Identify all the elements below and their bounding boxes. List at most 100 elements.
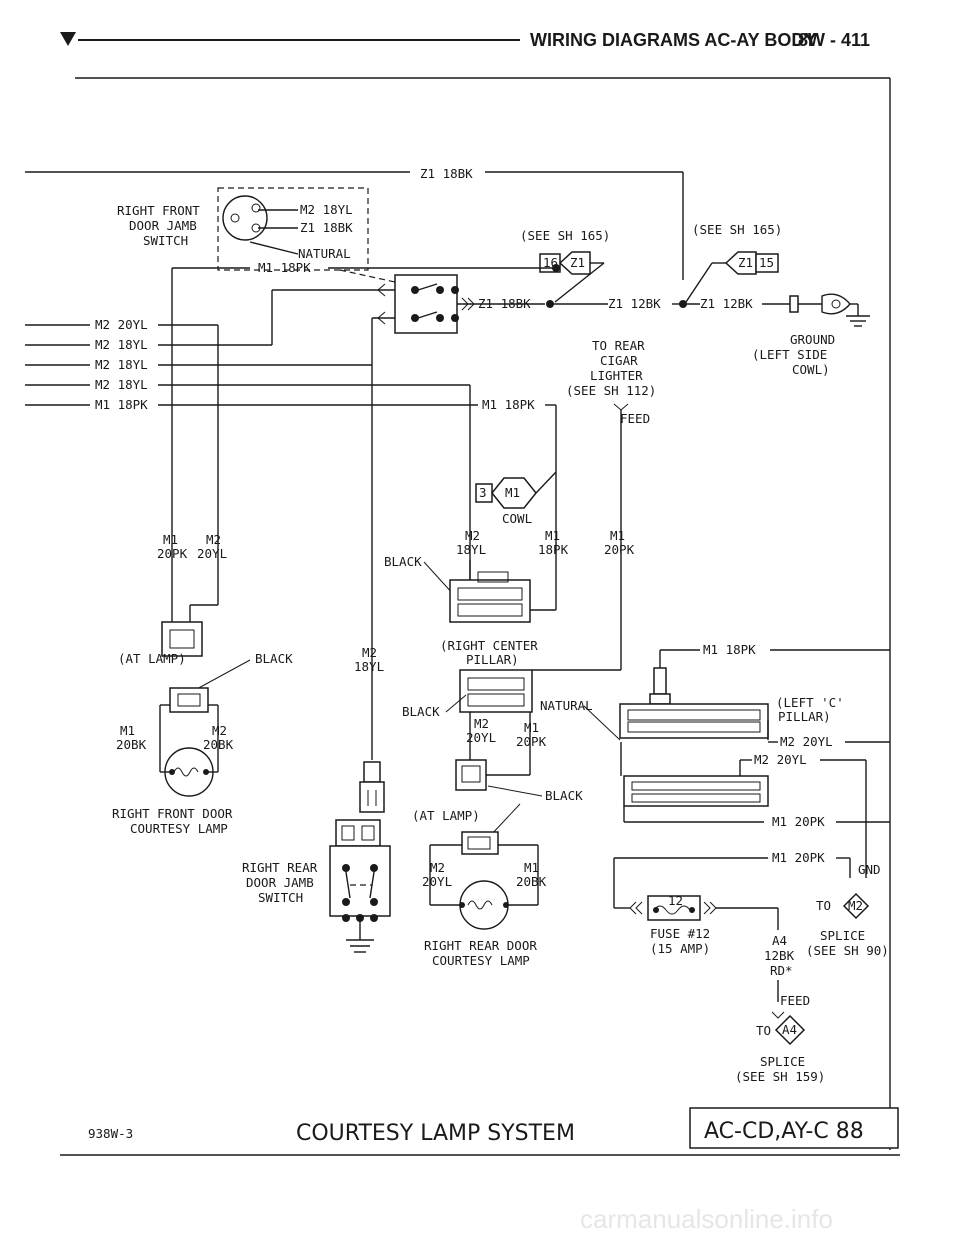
svg-text:TO: TO — [816, 898, 831, 913]
svg-text:Z1: Z1 — [738, 255, 753, 270]
svg-text:18YL: 18YL — [354, 659, 384, 674]
footer-ref: 938W-3 — [88, 1126, 133, 1141]
svg-text:RIGHT FRONT DOOR: RIGHT FRONT DOOR — [112, 806, 233, 821]
svg-text:Z1 18BK: Z1 18BK — [478, 296, 531, 311]
svg-text:M2 18YL: M2 18YL — [95, 377, 148, 392]
footer-models: AC-CD,AY-C 88 — [704, 1119, 864, 1144]
center-pillar-connector-upper: BLACK — [384, 554, 556, 623]
svg-text:M2 18YL: M2 18YL — [95, 357, 148, 372]
to-rear-cigar-lighter: TO REAR CIGAR LIGHTER (SEE SH 112) — [566, 338, 656, 398]
left-c-pillar-connector: M1 18PK (LEFT 'C' PILLAR) M2 20YL M2 20Y… — [619, 642, 890, 878]
svg-text:M2 20YL: M2 20YL — [754, 752, 807, 767]
page-header: WIRING DIAGRAMS AC-AY BODY 8W - 411 — [60, 30, 870, 50]
svg-text:M1 20PK: M1 20PK — [772, 850, 825, 865]
svg-text:12BK: 12BK — [764, 948, 795, 963]
svg-text:TO REAR: TO REAR — [592, 338, 645, 353]
svg-text:(RIGHT CENTER: (RIGHT CENTER — [440, 638, 538, 653]
svg-text:18YL: 18YL — [456, 542, 486, 557]
svg-text:(15 AMP): (15 AMP) — [650, 941, 710, 956]
svg-text:COURTESY LAMP: COURTESY LAMP — [432, 953, 530, 968]
svg-text:Z1 12BK: Z1 12BK — [608, 296, 661, 311]
svg-text:RIGHT REAR: RIGHT REAR — [242, 860, 318, 875]
svg-text:20PK: 20PK — [157, 546, 188, 561]
svg-text:3: 3 — [479, 485, 487, 500]
svg-text:COWL: COWL — [502, 511, 532, 526]
svg-text:COWL): COWL) — [792, 362, 830, 377]
svg-text:M2 20YL: M2 20YL — [780, 734, 833, 749]
wire-labels-center: M2 18YL M1 18PK M1 20PK — [456, 528, 635, 557]
svg-text:M2: M2 — [430, 860, 445, 875]
svg-text:M1 18PK: M1 18PK — [258, 260, 311, 275]
svg-text:20YL: 20YL — [422, 874, 452, 889]
svg-text:12: 12 — [668, 893, 683, 908]
svg-text:M2 18YL: M2 18YL — [300, 202, 353, 217]
svg-text:20PK: 20PK — [604, 542, 635, 557]
header-triangle-icon — [60, 32, 76, 46]
svg-text:M2: M2 — [474, 716, 489, 731]
svg-text:BLACK: BLACK — [545, 788, 583, 803]
svg-text:(SEE SH 112): (SEE SH 112) — [566, 383, 656, 398]
svg-text:(LEFT SIDE: (LEFT SIDE — [752, 347, 827, 362]
svg-text:M1 18PK: M1 18PK — [703, 642, 756, 657]
left-wire-bundle: M2 20YL M2 18YL M2 18YL M2 18YL M1 18PK … — [25, 289, 557, 610]
right-rear-courtesy-lamp: M2 20YL M1 20BK RIGHT REAR DOOR COURTESY… — [422, 831, 547, 968]
ground-eyelet-icon — [789, 293, 870, 327]
svg-text:18PK: 18PK — [538, 542, 569, 557]
svg-text:BLACK: BLACK — [384, 554, 422, 569]
svg-text:BLACK: BLACK — [255, 651, 293, 666]
svg-text:(SEE SH 165): (SEE SH 165) — [692, 222, 782, 237]
svg-text:SPLICE: SPLICE — [760, 1054, 805, 1069]
svg-text:GROUND: GROUND — [790, 332, 835, 347]
right-center-pillar-connector: (RIGHT CENTER PILLAR) BLACK NATURAL M2 2… — [402, 638, 621, 837]
svg-text:RD*: RD* — [770, 963, 793, 978]
svg-text:M2 18YL: M2 18YL — [95, 337, 148, 352]
svg-text:CIGAR: CIGAR — [600, 353, 638, 368]
svg-text:M1: M1 — [163, 532, 178, 547]
svg-text:DOOR JAMB: DOOR JAMB — [129, 218, 197, 233]
ground-left-side-cowl: GROUND (LEFT SIDE COWL) — [752, 332, 835, 377]
svg-text:M1 18PK: M1 18PK — [95, 397, 148, 412]
svg-text:20BK: 20BK — [116, 737, 147, 752]
splice-diamond-a4 — [774, 1014, 806, 1046]
right-front-door-jamb-switch: RIGHT FRONT DOOR JAMB SWITCH M2 18YL Z1 … — [117, 187, 396, 283]
splice-dot — [546, 300, 554, 308]
svg-text:M2: M2 — [848, 898, 863, 913]
svg-text:M1: M1 — [545, 528, 560, 543]
svg-text:M1: M1 — [505, 485, 520, 500]
svg-text:(AT LAMP): (AT LAMP) — [118, 651, 186, 666]
svg-text:M1: M1 — [524, 860, 539, 875]
svg-text:BLACK: BLACK — [402, 704, 440, 719]
svg-text:20PK: 20PK — [516, 734, 547, 749]
svg-text:RIGHT REAR DOOR: RIGHT REAR DOOR — [424, 938, 537, 953]
svg-text:COURTESY LAMP: COURTESY LAMP — [130, 821, 228, 836]
svg-text:PILLAR): PILLAR) — [778, 709, 831, 724]
header-page-number: 8W - 411 — [798, 30, 870, 50]
inline-terminal — [359, 761, 385, 813]
svg-text:Z1: Z1 — [570, 255, 585, 270]
svg-text:M2: M2 — [465, 528, 480, 543]
watermark: carmanualsonline.info — [580, 1204, 833, 1234]
fuse-and-splice-area: M1 20PK GND 12 FUSE #12 (15 AMP) A4 12BK… — [613, 850, 889, 1084]
svg-text:(SEE SH 165): (SEE SH 165) — [520, 228, 610, 243]
svg-text:SWITCH: SWITCH — [143, 233, 188, 248]
svg-text:SWITCH: SWITCH — [258, 890, 303, 905]
svg-text:PILLAR): PILLAR) — [466, 652, 519, 667]
footer-system-title: COURTESY LAMP SYSTEM — [296, 1121, 575, 1146]
svg-text:Z1 12BK: Z1 12BK — [700, 296, 753, 311]
label-z1-18bk-top: Z1 18BK — [420, 166, 473, 181]
svg-text:(AT LAMP): (AT LAMP) — [412, 808, 480, 823]
wire-labels-left-lamp: M1 20PK M2 20YL — [157, 532, 227, 561]
svg-text:(SEE SH 90): (SEE SH 90) — [806, 943, 889, 958]
svg-text:20YL: 20YL — [197, 546, 227, 561]
switch-body-icon — [222, 195, 268, 241]
svg-text:NATURAL: NATURAL — [540, 698, 593, 713]
svg-text:M1 18PK: M1 18PK — [482, 397, 535, 412]
right-front-lamp-connector: (AT LAMP) BLACK M1 20BK M2 20BK RIGHT FR… — [112, 604, 293, 836]
svg-text:(SEE SH 159): (SEE SH 159) — [735, 1069, 825, 1084]
splice-diamond-m2 — [842, 892, 870, 920]
svg-text:FUSE #12: FUSE #12 — [650, 926, 710, 941]
svg-text:M1: M1 — [120, 723, 135, 738]
svg-text:A4: A4 — [782, 1022, 797, 1037]
svg-text:M2 20YL: M2 20YL — [95, 317, 148, 332]
